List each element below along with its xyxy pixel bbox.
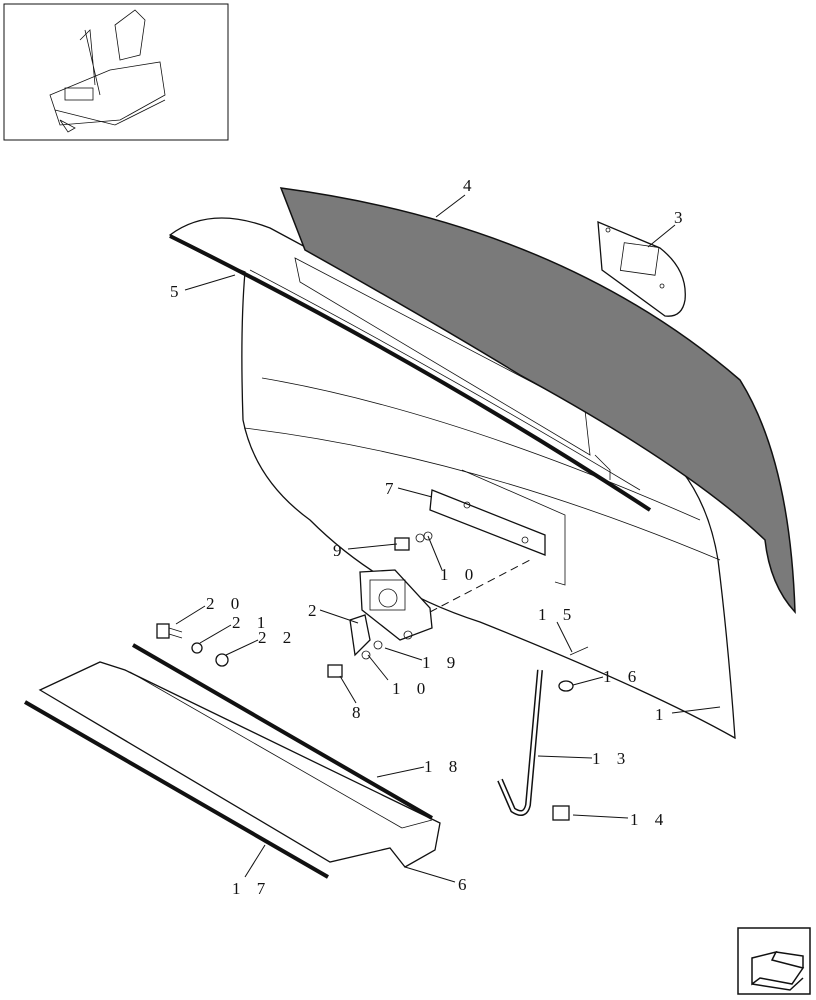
nut-22	[215, 653, 229, 667]
callout-1: 1	[655, 705, 670, 724]
callout-16: 1 6	[603, 667, 642, 686]
leader-lines	[175, 194, 721, 883]
callout-4: 4	[463, 176, 478, 195]
callout-14: 1 4	[630, 810, 669, 829]
callout-9: 9	[333, 541, 348, 560]
callout-13: 1 3	[592, 749, 631, 768]
callout-3: 3	[674, 208, 689, 227]
callout-18: 1 8	[424, 757, 463, 776]
seal-strip-17	[23, 700, 330, 879]
callout-20: 2 0	[206, 594, 245, 613]
bolt-20	[156, 623, 183, 639]
washer-16	[558, 680, 574, 692]
machine-thumbnail-icon[interactable]	[3, 3, 229, 141]
callout-5: 5	[170, 282, 185, 301]
decal-label	[597, 220, 686, 317]
callout-7: 7	[385, 479, 400, 498]
next-page-arrow-icon[interactable]	[737, 927, 811, 995]
callout-22: 2 2	[258, 628, 297, 647]
seal-strip-top	[169, 234, 652, 512]
callout-10b: 1 0	[392, 679, 431, 698]
callout-2: 2	[308, 601, 323, 620]
callout-6: 6	[458, 875, 473, 894]
callout-19: 1 9	[422, 653, 461, 672]
clip-14	[552, 805, 570, 821]
latch-assembly	[349, 569, 433, 657]
callout-21: 2 1	[232, 613, 271, 632]
callout-8: 8	[352, 703, 367, 722]
seal-strip-18	[131, 643, 434, 820]
callout-10a: 1 0	[440, 565, 479, 584]
sill-trim	[38, 661, 441, 868]
latch-plate	[429, 469, 566, 586]
washer-21	[191, 642, 203, 654]
bolt-8	[327, 640, 383, 678]
callout-15: 1 5	[538, 605, 577, 624]
callout-17: 1 7	[232, 879, 271, 898]
window-glass	[279, 187, 796, 614]
screw-15	[569, 646, 589, 656]
